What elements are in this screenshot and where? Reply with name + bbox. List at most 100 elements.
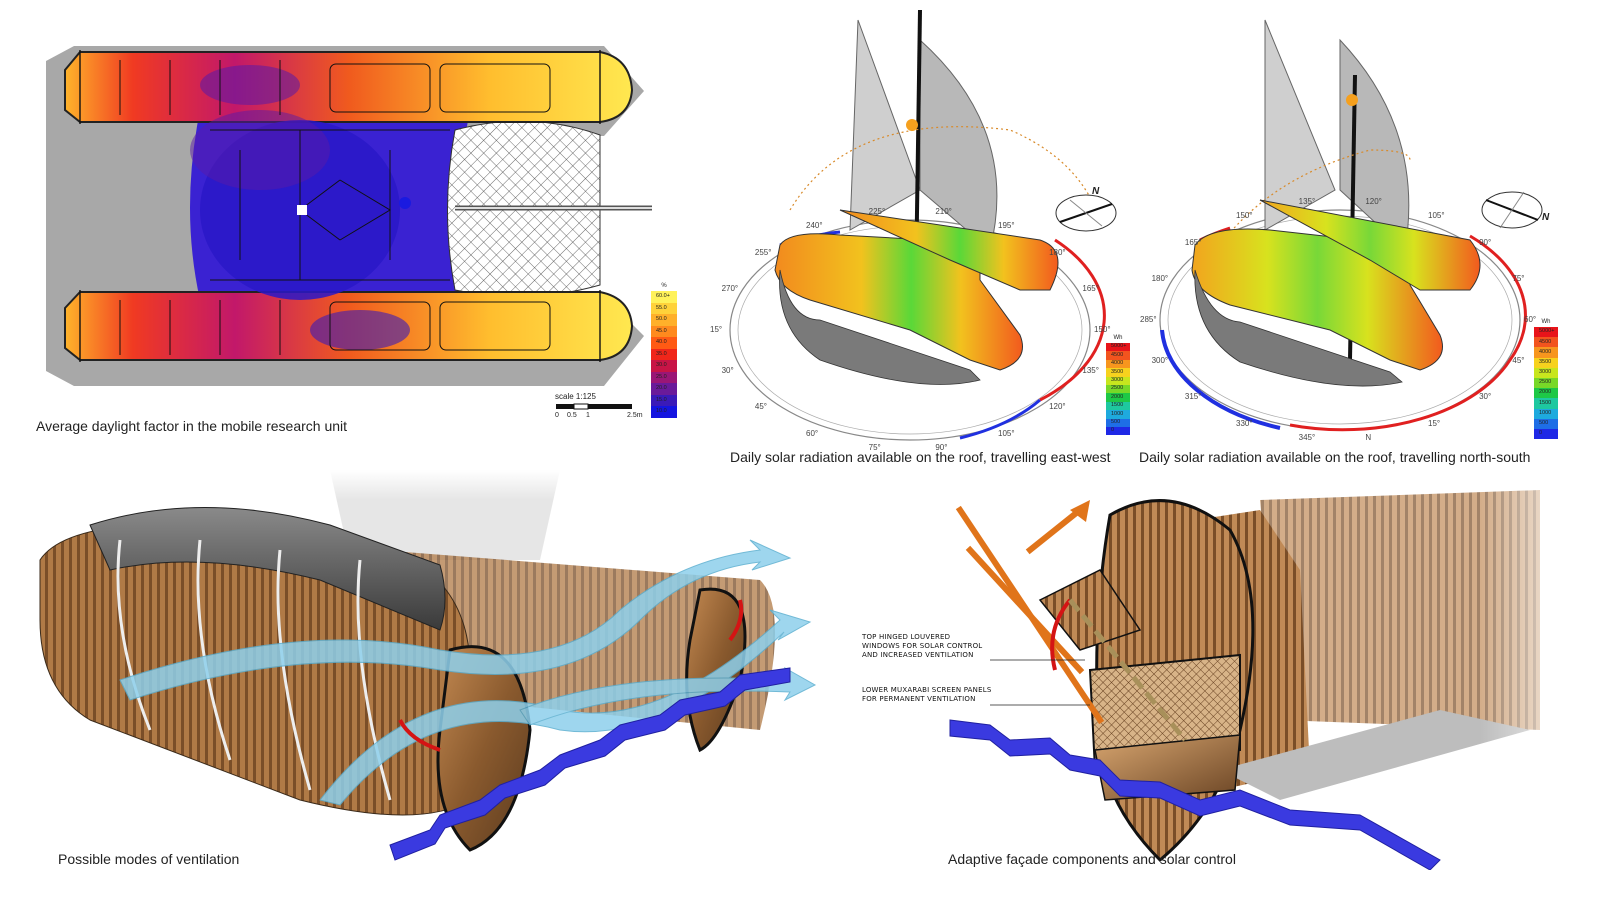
radiation-legend-ns-swatch: 2500 xyxy=(1534,377,1558,389)
radiation-legend-ns-swatch: 2000 xyxy=(1534,388,1558,399)
compass-angle-label: 75° xyxy=(868,443,881,453)
callout-screens: LOWER MUXARABI SCREEN PANELS FOR PERMANE… xyxy=(862,686,991,704)
radiation-legend-ew-swatch: 5000+ xyxy=(1106,343,1130,352)
callout-windows-line-1: TOP HINGED LOUVERED xyxy=(862,633,951,641)
radiation-legend-ew-swatch: 3500 xyxy=(1106,368,1130,377)
daylight-legend-swatch: 50.0 xyxy=(651,314,677,326)
compass-angle-label: 120° xyxy=(1365,196,1382,206)
facade-diagram xyxy=(949,470,1600,871)
compass-angle-label: 105° xyxy=(998,428,1015,438)
caption-facade: Adaptive façade components and solar con… xyxy=(948,851,1236,867)
compass-angle-label: 180° xyxy=(1049,247,1066,257)
compass-angle-label: 15° xyxy=(1428,418,1441,428)
compass-angle-label: 30° xyxy=(1479,392,1492,402)
ventilation-panel xyxy=(0,470,820,870)
compass-angle-label: 285° xyxy=(1140,315,1157,324)
compass-angle-label: 240° xyxy=(806,221,823,231)
compass-angle-label: 45° xyxy=(1512,356,1525,366)
scale-bar: scale 1:125 0 0.5 1 2.5m xyxy=(555,392,645,432)
radiation-legend-ns-swatch: 500 xyxy=(1534,418,1558,429)
radiation-legend-ew-swatch: 2000 xyxy=(1106,393,1130,402)
north-label-ns: N xyxy=(1542,212,1550,223)
compass-angle-label: 345° xyxy=(1298,433,1316,443)
callout-screens-line-2: FOR PERMANENT VENTILATION xyxy=(862,695,976,703)
compass-angle-label: 210° xyxy=(935,206,952,216)
daylight-legend-swatch: 35.0 xyxy=(651,348,677,360)
scale-tick-0: 0 xyxy=(555,412,559,419)
callout-windows: TOP HINGED LOUVERED WINDOWS FOR SOLAR CO… xyxy=(862,633,982,660)
radiation-legend-ns-swatch: 3000 xyxy=(1534,367,1558,378)
radiation-legend-ns-swatch: 4000 xyxy=(1534,347,1558,358)
daylight-plan xyxy=(46,46,652,386)
compass-angle-label: 60° xyxy=(1524,315,1537,324)
scale-tick-3: 2.5m xyxy=(627,412,643,419)
compass-angle-label: 300° xyxy=(1151,356,1169,366)
compass-angle-label: 15° xyxy=(710,325,723,334)
compass-angle-label: 255° xyxy=(754,247,772,257)
scale-tick-2: 1 xyxy=(586,412,590,419)
facade-panel xyxy=(840,470,1600,871)
radiation-legend-ew-swatch: 1500 xyxy=(1106,401,1130,411)
compass-angle-label: 135° xyxy=(1298,196,1316,206)
compass-angle-label: 120° xyxy=(1049,402,1066,412)
radiation-legend-unit-ew: Wh xyxy=(1113,335,1123,341)
daylight-legend-swatch: 40.0 xyxy=(651,337,677,349)
daylight-legend-unit: % xyxy=(661,283,667,289)
radiation-legend-ew-swatch: 1000 xyxy=(1106,410,1130,419)
radiation-legend-ew-swatch: 2500 xyxy=(1106,384,1130,394)
daylight-legend-swatch: 55.0 xyxy=(651,302,677,314)
scale-title: scale 1:125 xyxy=(555,392,596,401)
caption-solar-ns: Daily solar radiation available on the r… xyxy=(1139,449,1531,465)
compass-angle-label: 60° xyxy=(806,428,819,438)
radiation-legend-ns-swatch: 1000 xyxy=(1534,408,1558,419)
radiation-legend-ew-swatch: 500 xyxy=(1106,418,1130,427)
solar-ew-diagram xyxy=(729,9,1117,441)
daylight-legend-swatch: 25.0 xyxy=(651,371,677,383)
caption-ventilation: Possible modes of ventilation xyxy=(58,851,240,867)
compass-angle-label: 105° xyxy=(1428,211,1445,221)
daylight-legend-swatch: 10.0 xyxy=(651,406,677,418)
daylight-panel xyxy=(0,0,700,460)
compass-angle-label: 270° xyxy=(721,283,739,293)
scale-graphic xyxy=(556,403,632,410)
compass-angle-label: 150° xyxy=(1236,211,1253,221)
scale-tick-1: 0.5 xyxy=(567,412,577,419)
north-arrow-ew xyxy=(1055,194,1117,232)
caption-solar-ew: Daily solar radiation available on the r… xyxy=(730,449,1111,465)
radiation-legend-ns-swatch: 4500 xyxy=(1534,337,1558,348)
solar-ew-panel: N 270°255°240°225°210°195°180°165°150°13… xyxy=(710,0,1140,465)
compass-angle-label: 90° xyxy=(935,443,948,453)
radiation-legend-ew-swatch: 3000 xyxy=(1106,376,1130,385)
radiation-legend-ns-swatch: 5000+ xyxy=(1534,327,1558,338)
compass-angle-label: 180° xyxy=(1151,273,1169,283)
daylight-legend-swatch: 20.0 xyxy=(651,383,677,395)
solar-ns-panel: N 180°165°150°135°120°105°90°75°60°45°30… xyxy=(1140,0,1580,465)
radiation-legend-unit-ns: Wh xyxy=(1541,319,1551,325)
radiation-legend-ew-swatch: 4500 xyxy=(1106,351,1130,360)
daylight-legend-swatch: 15.0 xyxy=(651,394,677,406)
compass-angle-label: 150° xyxy=(1094,325,1111,334)
compass-angle-label: 330° xyxy=(1236,418,1253,428)
compass-angle-label: 165° xyxy=(1082,283,1099,293)
solar-ns-diagram xyxy=(1159,19,1543,432)
daylight-legend-swatch: 45.0 xyxy=(651,325,677,337)
ventilation-diagram xyxy=(0,470,820,861)
compass-angle-label: N xyxy=(1365,433,1372,443)
compass-angle-label: 315° xyxy=(1184,392,1202,402)
compass-angle-label: 90° xyxy=(1479,237,1492,247)
compass-angle-label: 135° xyxy=(1082,366,1099,376)
daylight-legend-swatch: 30.0 xyxy=(651,360,677,372)
compass-angle-label: 165° xyxy=(1184,237,1202,247)
north-label-ew: N xyxy=(1092,186,1100,197)
north-arrow-ns xyxy=(1481,191,1543,229)
radiation-legend-ew-swatch: 0 xyxy=(1106,426,1130,436)
callout-screens-line-1: LOWER MUXARABI SCREEN PANELS xyxy=(862,686,992,694)
callout-windows-line-2: WINDOWS FOR SOLAR CONTROL xyxy=(862,642,983,650)
daylight-legend-swatch: 60.0+ xyxy=(651,291,677,303)
callout-windows-line-3: AND INCREASED VENTILATION xyxy=(862,651,974,659)
compass-angle-label: 225° xyxy=(868,206,886,216)
caption-daylight: Average daylight factor in the mobile re… xyxy=(36,418,348,434)
